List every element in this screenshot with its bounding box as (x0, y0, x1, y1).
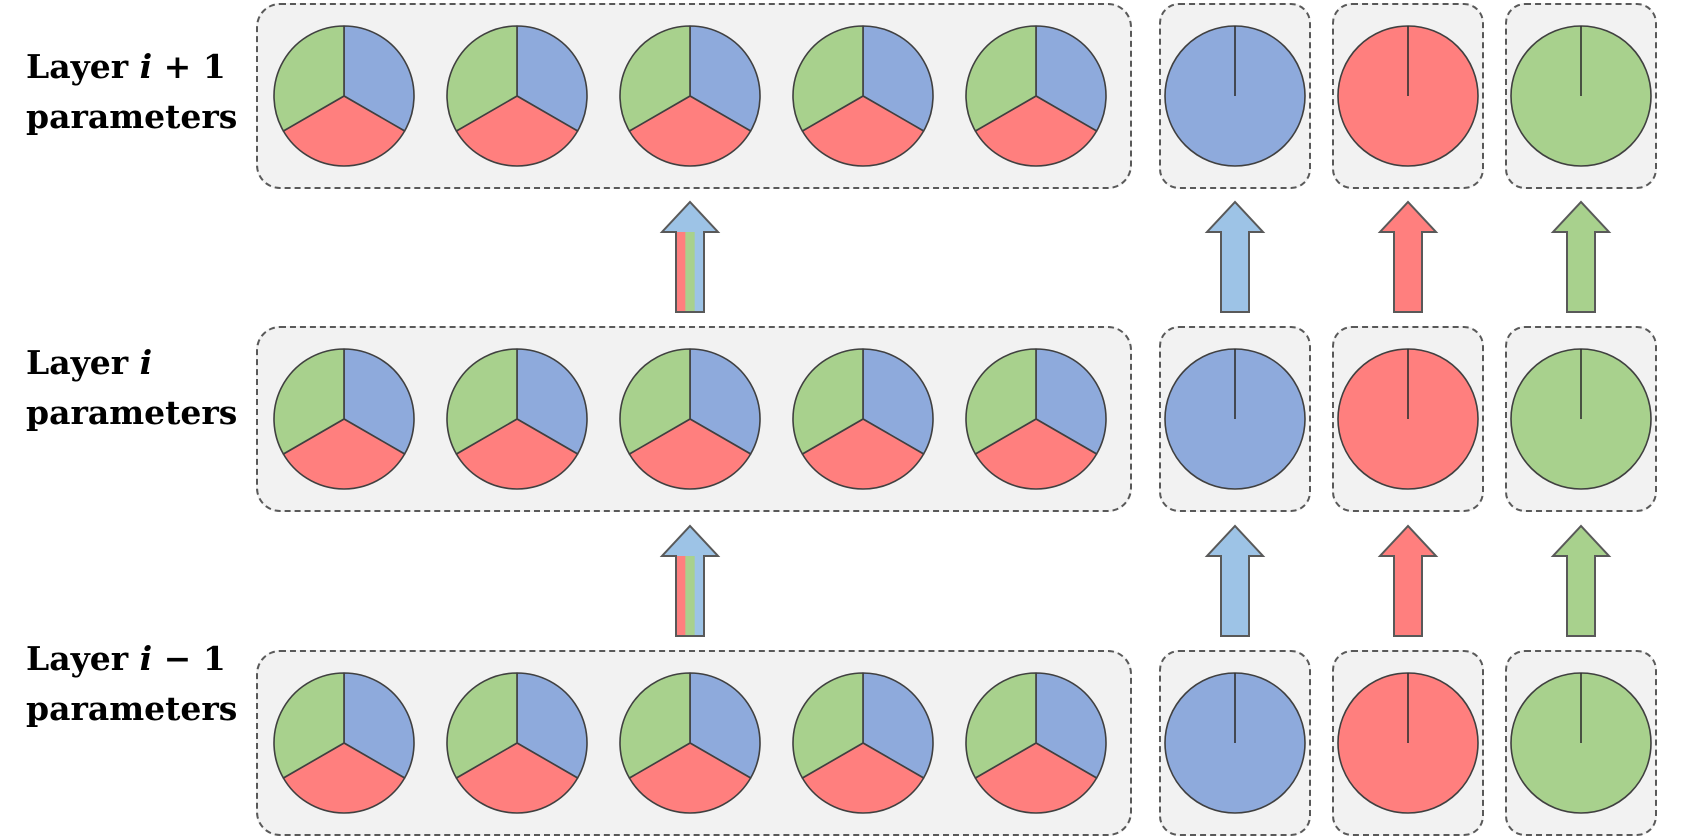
label-layer-minus-1: Layer i − 1 parameters (26, 639, 238, 728)
pie-slice-green (792, 25, 864, 132)
pie-slice-green (446, 348, 518, 455)
pie-slice-blue (1035, 25, 1107, 132)
individual-param-pie-red-layer-minus-1 (1337, 672, 1479, 814)
pie-slice-green (792, 672, 864, 779)
pie-slice-red (628, 95, 752, 167)
arrow-stripe-arrow_blue (694, 232, 705, 312)
pie-slice-blue (1035, 348, 1107, 455)
pie-slice-red (801, 95, 925, 167)
pie-slice-green (619, 25, 691, 132)
individual-arrow-red-to-layer-plus-1 (1377, 200, 1439, 313)
individual-param-pie-red-layer-i (1337, 348, 1479, 490)
pie-slice-red (801, 742, 925, 814)
pie-slice-green (446, 672, 518, 779)
individual-arrow-green-to-layer-i (1550, 524, 1612, 637)
shared-param-pie-layer-i-5 (965, 348, 1107, 490)
individual-param-pie-blue-layer-i (1164, 348, 1306, 490)
label-layer-plus-1: Layer i + 1 parameters (26, 47, 238, 136)
pie-slice-green (965, 25, 1037, 132)
pie-slice-red (628, 418, 752, 490)
shared-param-pie-layer-minus-1-4 (792, 672, 934, 814)
shared-param-pie-layer-i-3 (619, 348, 761, 490)
pie-slice-red (282, 95, 406, 167)
individual-arrow-red-to-layer-i (1377, 524, 1439, 637)
arrow-stripe-red (676, 556, 686, 636)
pie-slice-green (619, 348, 691, 455)
pie-slice-red (455, 95, 579, 167)
shared-param-pie-layer-plus-1-2 (446, 25, 588, 167)
arrow-stripe-green (685, 556, 696, 636)
individual-arrow-green-to-layer-plus-1 (1550, 200, 1612, 313)
individual-param-pie-blue-layer-plus-1 (1164, 25, 1306, 167)
individual-arrow-blue-to-layer-i (1204, 524, 1266, 637)
pie-slice-red (974, 742, 1098, 814)
pie-slice-green (273, 25, 345, 132)
individual-param-pie-red-layer-plus-1 (1337, 25, 1479, 167)
pie-slice-blue (516, 25, 588, 132)
pie-slice-blue (343, 348, 415, 455)
pie-slice-blue (862, 348, 934, 455)
shared-param-pie-layer-minus-1-2 (446, 672, 588, 814)
pie-slice-blue (343, 672, 415, 779)
individual-param-pie-green-layer-i (1510, 348, 1652, 490)
pie-slice-green (965, 348, 1037, 455)
pie-slice-blue (343, 25, 415, 132)
shared-param-pie-layer-i-4 (792, 348, 934, 490)
pie-slice-blue (862, 672, 934, 779)
shared-param-pie-layer-plus-1-5 (965, 25, 1107, 167)
pie-slice-blue (689, 672, 761, 779)
shared-param-pie-layer-plus-1-3 (619, 25, 761, 167)
shared-param-pie-layer-minus-1-5 (965, 672, 1107, 814)
individual-param-pie-green-layer-minus-1 (1510, 672, 1652, 814)
pie-slice-red (282, 742, 406, 814)
pie-slice-red (974, 95, 1098, 167)
individual-param-pie-green-layer-plus-1 (1510, 25, 1652, 167)
pie-slice-green (619, 672, 691, 779)
shared-param-pie-layer-plus-1-4 (792, 25, 934, 167)
shared-param-pie-layer-i-1 (273, 348, 415, 490)
pie-slice-blue (689, 25, 761, 132)
pie-slice-blue (862, 25, 934, 132)
pie-slice-blue (689, 348, 761, 455)
pie-slice-red (282, 418, 406, 490)
shared-param-pie-layer-plus-1-1 (273, 25, 415, 167)
pie-slice-blue (516, 348, 588, 455)
label-layer-i: Layer i parameters (26, 343, 238, 432)
pie-slice-green (446, 25, 518, 132)
individual-param-pie-blue-layer-minus-1 (1164, 672, 1306, 814)
pie-slice-green (965, 672, 1037, 779)
individual-arrow-blue-to-layer-plus-1 (1204, 200, 1266, 313)
shared-param-pie-layer-minus-1-3 (619, 672, 761, 814)
pie-slice-red (455, 742, 579, 814)
pie-slice-green (273, 672, 345, 779)
shared-param-pie-layer-i-2 (446, 348, 588, 490)
pie-slice-green (273, 348, 345, 455)
pie-slice-red (628, 742, 752, 814)
arrow-stripe-red (676, 232, 686, 312)
pie-slice-red (974, 418, 1098, 490)
pie-slice-blue (1035, 672, 1107, 779)
pie-slice-red (455, 418, 579, 490)
pie-slice-green (792, 348, 864, 455)
shared-param-pie-layer-minus-1-1 (273, 672, 415, 814)
shared-arrow-to-layer-plus-1 (659, 200, 721, 313)
pie-slice-red (801, 418, 925, 490)
arrow-stripe-arrow_blue (694, 556, 705, 636)
shared-arrow-to-layer-i (659, 524, 721, 637)
pie-slice-blue (516, 672, 588, 779)
arrow-stripe-green (685, 232, 696, 312)
